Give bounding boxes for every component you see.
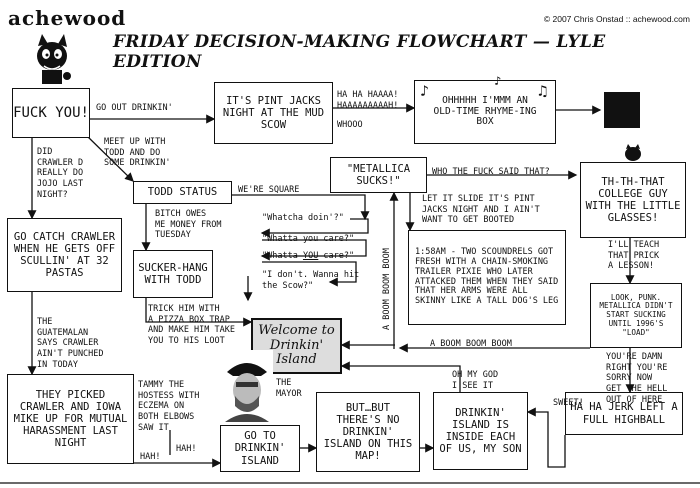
- did-crawler-label: DID CRAWLER D REALLY DO JOJO LAST NIGHT?: [37, 147, 84, 200]
- were-square-label: WE'RE SQUARE: [238, 185, 300, 195]
- guatemalan-label: THE GUATEMALAN SAYS CRAWLER AIN'T PUNCHE…: [37, 317, 104, 370]
- ha-ha-jerk-text: HA HA JERK LEFT A FULL HIGHBALL: [570, 401, 678, 426]
- achewood-logo: achewood: [8, 6, 127, 30]
- damn-right-label: YOU'RE DAMN RIGHT YOU'RE SORRY NOW GET T…: [606, 352, 668, 405]
- bitch-owes-label: BITCH OWES ME MONEY FROM TUESDAY: [155, 209, 222, 241]
- sweet-label: SWEET!: [553, 398, 584, 408]
- pint-jacks-box: IT'S PINT JACKS NIGHT AT THE MUD SCOW: [214, 82, 333, 144]
- care-part: care?": [318, 251, 355, 261]
- no-island-text: BUT…BUT THERE'S NO DRINKIN' ISLAND ON TH…: [323, 401, 413, 463]
- boom-horizontal-label: A BOOM BOOM BOOM: [430, 339, 512, 349]
- rhyme-box: OHHHHH I'MMM AN OLD-TIME RHYME-ING BOX: [414, 80, 556, 144]
- rhyme-text: OHHHHH I'MMM AN OLD-TIME RHYME-ING BOX: [433, 94, 537, 128]
- small-cat-icon: [625, 144, 641, 161]
- ha-ha-label: HA HA HAAAA! HAAAAAAAAAH!: [337, 90, 399, 111]
- scoundrels-box: 1:58AM - TWO SCOUNDRELS GOT FRESH WITH A…: [408, 230, 566, 325]
- hah-label-1: HAH!: [176, 444, 197, 454]
- welcome-text: Welcome to Drinkin' Island: [258, 322, 335, 368]
- fuck-you-text: FUCK YOU!: [13, 104, 89, 121]
- todd-status-box: TODD STATUS: [133, 181, 232, 204]
- whooo-label: WHOOO: [337, 120, 363, 130]
- whatta-part: "Whatta: [262, 251, 303, 261]
- whatta-label: "Whatta you care?": [262, 234, 355, 244]
- boom-vertical-label: A BOOM BOOM BOOM: [382, 248, 392, 330]
- cat-character-icon: [37, 34, 71, 84]
- copyright-text: © 2007 Chris Onstad :: achewood.com: [543, 14, 690, 24]
- who-said-label: WHO THE FUCK SAID THAT?: [432, 167, 550, 177]
- music-note-icon: ♪: [494, 74, 502, 88]
- teach-label: I'LL TEACH THAT PRICK A LESSON!: [608, 240, 660, 272]
- go-catch-box: GO CATCH CRAWLER WHEN HE GETS OFF SCULLI…: [7, 218, 122, 292]
- scoundrels-text: 1:58AM - TWO SCOUNDRELS GOT FRESH WITH A…: [415, 247, 559, 307]
- mayor-label: THE MAYOR: [276, 378, 302, 399]
- hah-label-2: HAH!: [140, 452, 161, 462]
- todd-status-text: TODD STATUS: [147, 186, 218, 199]
- look-punk-text: LOOK, PUNK. METALLICA DIDN'T START SUCKI…: [599, 292, 673, 337]
- no-island-box: BUT…BUT THERE'S NO DRINKIN' ISLAND ON TH…: [316, 392, 420, 472]
- dont-wanna-label: "I don't. Wanna hit the Scow?": [262, 270, 360, 291]
- oh-my-god-label: OH MY GOD I SEE IT: [452, 370, 499, 391]
- meet-up-label: MEET UP WITH TODD AND DO SOME DRINKIN': [104, 137, 171, 169]
- whatta-you-label: "Whatta YOU care?": [262, 251, 354, 262]
- go-to-drinkin-box: GO TO DRINKIN' ISLAND: [220, 425, 300, 472]
- go-to-drinkin-text: GO TO DRINKIN' ISLAND: [234, 430, 286, 467]
- metallica-text: "METALLICA SUCKS!": [346, 162, 411, 187]
- whatcha-label: "Whatcha doin'?": [262, 213, 344, 223]
- music-note-icon: ♪: [420, 82, 430, 100]
- music-note-icon: ♫: [538, 82, 548, 100]
- picked-crawler-box: THEY PICKED CRAWLER AND IOWA MIKE UP FOR…: [7, 374, 134, 464]
- fuck-you-box: FUCK YOU!: [12, 88, 90, 138]
- inside-each-text: DRINKIN' ISLAND IS INSIDE EACH OF US, MY…: [439, 406, 522, 456]
- look-punk-box: LOOK, PUNK. METALLICA DIDN'T START SUCKI…: [590, 283, 682, 348]
- college-guy-box: TH-TH-THAT COLLEGE GUY WITH THE LITTLE G…: [580, 162, 686, 238]
- ha-ha-jerk-box: HA HA JERK LEFT A FULL HIGHBALL: [565, 392, 683, 435]
- sucker-hang-text: SUCKER-HANG WITH TODD: [138, 261, 208, 286]
- inside-each-box: DRINKIN' ISLAND IS INSIDE EACH OF US, MY…: [433, 392, 528, 470]
- let-slide-label: LET IT SLIDE IT'S PINT JACKS NIGHT AND I…: [422, 194, 540, 226]
- pint-jacks-text: IT'S PINT JACKS NIGHT AT THE MUD SCOW: [222, 94, 325, 132]
- college-guy-text: TH-TH-THAT COLLEGE GUY WITH THE LITTLE G…: [585, 175, 681, 225]
- go-catch-text: GO CATCH CRAWLER WHEN HE GETS OFF SCULLI…: [13, 230, 116, 280]
- you-underlined: YOU: [302, 251, 319, 261]
- sucker-hang-box: SUCKER-HANG WITH TODD: [133, 250, 213, 298]
- page-title: FRIDAY DECISION-MAKING FLOWCHART — LYLE …: [113, 32, 606, 72]
- black-square-icon: [604, 92, 640, 128]
- mayor-portrait-icon: [221, 350, 273, 422]
- go-out-label: GO OUT DRINKIN': [96, 103, 173, 113]
- metallica-box: "METALLICA SUCKS!": [330, 157, 427, 193]
- picked-crawler-text: THEY PICKED CRAWLER AND IOWA MIKE UP FOR…: [13, 388, 128, 450]
- trick-label: TRICK HIM WITH A PIZZA BOX TRAP AND MAKE…: [148, 304, 235, 346]
- tammy-label: TAMMY THE HOSTESS WITH ECZEMA ON BOTH EL…: [138, 380, 200, 433]
